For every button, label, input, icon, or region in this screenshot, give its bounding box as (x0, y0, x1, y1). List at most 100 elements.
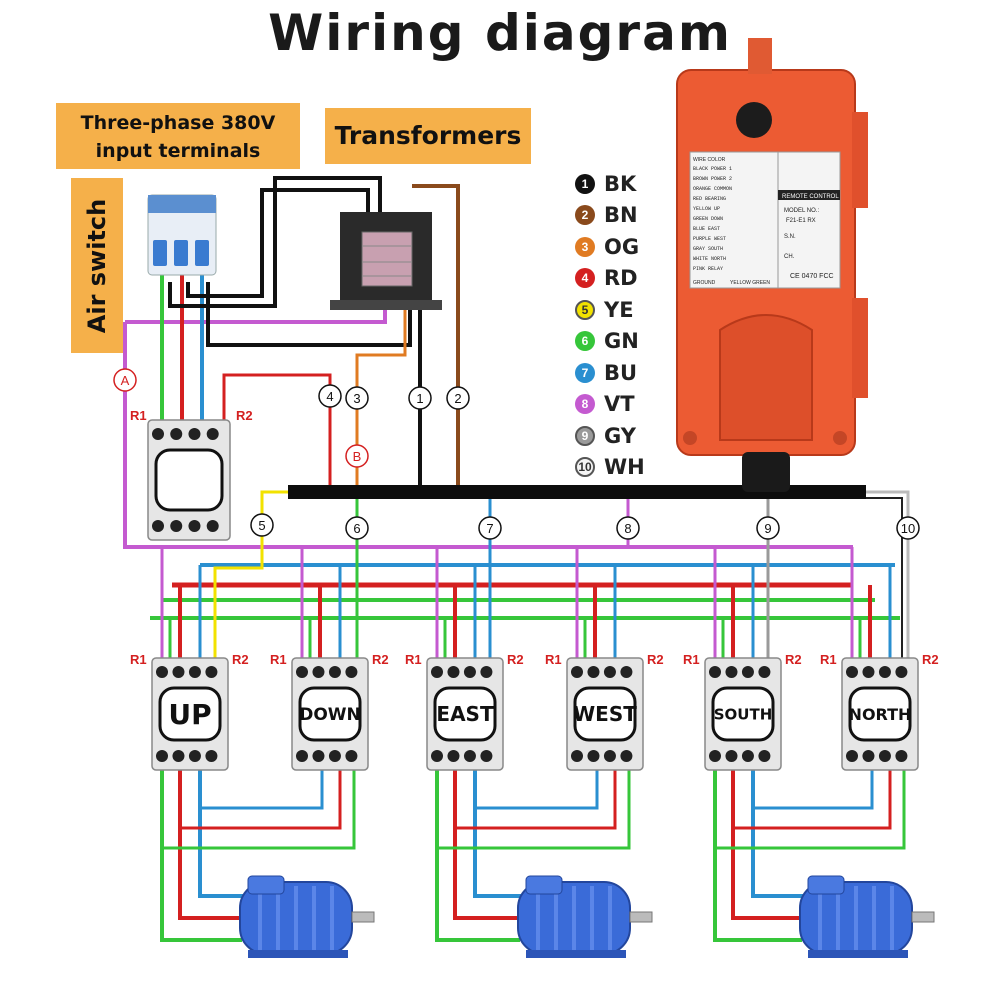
legend-number: 7 (575, 362, 595, 383)
black-feed-wire (168, 176, 382, 308)
contactor-label: SOUTH (714, 705, 773, 723)
crossover-red-wire (733, 770, 892, 830)
black-feed-wire-2 (186, 188, 370, 298)
legend-number: 9 (575, 425, 595, 446)
terminal-screw (156, 750, 168, 762)
terminal-screw (328, 750, 341, 762)
legend-number: 5 (575, 299, 595, 320)
marker-10: 10 (896, 516, 920, 540)
receiver-cert: CE 0470 FCC (790, 273, 834, 280)
legend-code: YE (604, 297, 634, 322)
marker-5: 5 (250, 513, 274, 537)
input-terminals-label: Three-phase 380V input terminals (56, 103, 300, 169)
terminal-screw (447, 666, 460, 678)
marker-circle (345, 516, 369, 540)
legend-code: BU (604, 360, 638, 385)
terminal-screw (725, 750, 738, 762)
receiver-wire-row: WHITE NORTH (693, 256, 726, 262)
motor (239, 875, 375, 958)
terminal-screw (328, 666, 341, 678)
terminal-screw (172, 666, 185, 678)
contactor-up: UP (151, 657, 229, 771)
motor-red-wire (453, 770, 520, 920)
terminal-screw (741, 750, 754, 762)
receiver-wire-row: RED BEARING (693, 196, 726, 202)
receiver-wire-color-header: WIRE COLOR (693, 157, 726, 163)
legend-code: WH (604, 455, 645, 480)
marker-text: 10 (901, 521, 915, 536)
terminal-screw (156, 666, 168, 678)
terminal-screw (312, 750, 325, 762)
crossover-green-wire (437, 770, 631, 850)
motor (799, 875, 935, 958)
marker-circle (616, 516, 640, 540)
legend-number: 10 (575, 457, 595, 478)
motor-feet (248, 950, 348, 958)
crossover-blue-wire (200, 770, 324, 810)
motor (517, 875, 653, 958)
wire-5-yellow (213, 490, 288, 660)
contactor-label: EAST (436, 702, 494, 726)
terminal-screw (188, 428, 201, 440)
contactor-north: NORTH (841, 657, 919, 771)
legend-code: BN (604, 203, 638, 228)
terminal-screw (152, 520, 164, 532)
motor-green-wire (713, 770, 802, 942)
marker-a: A (113, 368, 137, 392)
wire-4-red (222, 373, 332, 487)
crossover-green-wire (162, 770, 356, 850)
motor-green-wire (435, 770, 520, 942)
crossover-red-wire (180, 770, 342, 830)
terminal-label-r1: R1 (820, 652, 837, 667)
receiver-model: F21-E1 RX (786, 218, 816, 224)
marker-9: 9 (756, 516, 780, 540)
terminal-screw (205, 666, 218, 678)
marker-circle (408, 386, 432, 410)
motor-red-wire (178, 770, 242, 920)
motor-blue-wire (751, 770, 820, 898)
terminal-screw (463, 666, 476, 678)
motor-red-wire (731, 770, 802, 920)
terminal-screw (620, 666, 633, 678)
terminal-screw (431, 666, 443, 678)
terminal-screw (571, 666, 583, 678)
terminal-screw (170, 428, 183, 440)
contactor-down: DOWN (291, 657, 369, 771)
legend-item: 5 YE (575, 294, 645, 326)
marker-text: 6 (353, 521, 360, 536)
terminal-screw (188, 750, 201, 762)
marker-text: 3 (353, 391, 360, 406)
receiver-wire-row: GREEN DOWN (693, 216, 723, 222)
motor-blue-wire (198, 770, 260, 898)
terminal-screw (878, 750, 891, 762)
contactor-label: NORTH (849, 705, 912, 724)
page-title: Wiring diagram (268, 4, 732, 62)
contactor-face (158, 686, 222, 742)
motor-shaft (911, 911, 935, 923)
motor-terminal-box (807, 875, 845, 895)
air-switch-label: Air switch (71, 178, 123, 353)
motor-terminal-box (247, 875, 285, 895)
legend-code: VT (604, 392, 635, 417)
marker-circle (345, 386, 369, 410)
legend-code: OG (604, 234, 640, 259)
terminal-screw (296, 750, 308, 762)
crossover-blue-wire (475, 770, 599, 810)
component-layer (147, 194, 866, 499)
contactor-face (573, 686, 637, 742)
marker-text: B (353, 449, 362, 464)
marker-text: 4 (326, 389, 333, 404)
contactor-face (711, 686, 775, 742)
motor-blue-wire (473, 770, 538, 898)
marker-circle (250, 513, 274, 537)
receiver-wire-row: ORANGE COMMON (693, 186, 732, 192)
receiver-wire-row: BLUE EAST (693, 226, 720, 232)
receiver-ch: CH. (784, 254, 795, 260)
terminal-screw (463, 750, 476, 762)
